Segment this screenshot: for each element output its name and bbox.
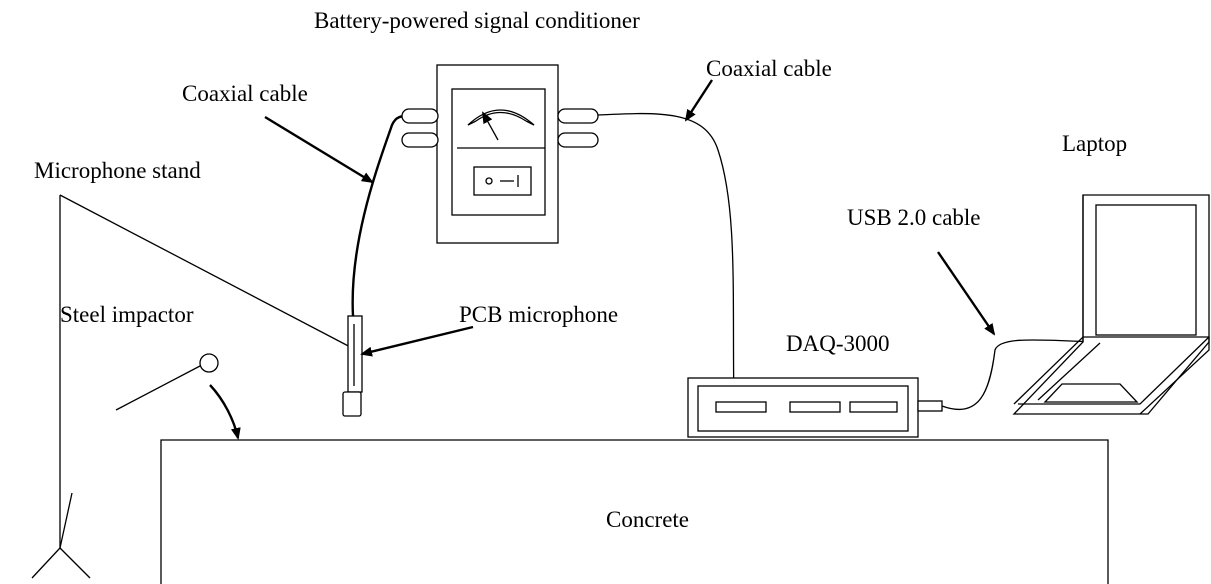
steel-impactor-label: Steel impactor [60, 302, 194, 327]
usb-cable [941, 339, 1097, 411]
concrete-block [160, 439, 1109, 584]
coaxial-cable-right-label: Coaxial cable [706, 56, 832, 81]
steel-impactor [115, 353, 241, 440]
arrow-coaxial-right [684, 79, 714, 122]
usb-cable-label: USB 2.0 cable [847, 205, 981, 230]
coaxial-cable-mic [351, 114, 409, 317]
usb-port-icon [917, 400, 943, 412]
concrete-label: Concrete [606, 507, 689, 532]
laptop-icon [1012, 194, 1210, 415]
laptop-label: Laptop [1062, 131, 1127, 156]
microphone-stand-label: Microphone stand [34, 158, 201, 183]
arrow-pcb-microphone [360, 325, 474, 357]
arrow-coaxial-left [264, 115, 374, 184]
signal-conditioner [401, 64, 599, 244]
arrow-usb-cable [937, 251, 996, 336]
signal-conditioner-label: Battery-powered signal conditioner [314, 8, 640, 33]
impact-arrow [209, 384, 241, 440]
connector-right-bottom [557, 132, 599, 148]
pcb-microphone-label: PCB microphone [459, 302, 618, 327]
coaxial-cable-daq [597, 112, 735, 407]
microphone-stand [31, 194, 357, 579]
laptop-touchpad [1043, 383, 1139, 403]
daq-label: DAQ-3000 [786, 331, 890, 356]
meter-gauge [467, 109, 535, 126]
pcb-microphone [342, 315, 363, 417]
connector-left-top [401, 108, 439, 124]
connector-left-bottom [401, 132, 439, 148]
connector-right-top [557, 108, 599, 124]
meter-needle-icon [482, 111, 499, 141]
coaxial-cable-left-label: Coaxial cable [182, 81, 308, 106]
daq-device [687, 377, 943, 438]
